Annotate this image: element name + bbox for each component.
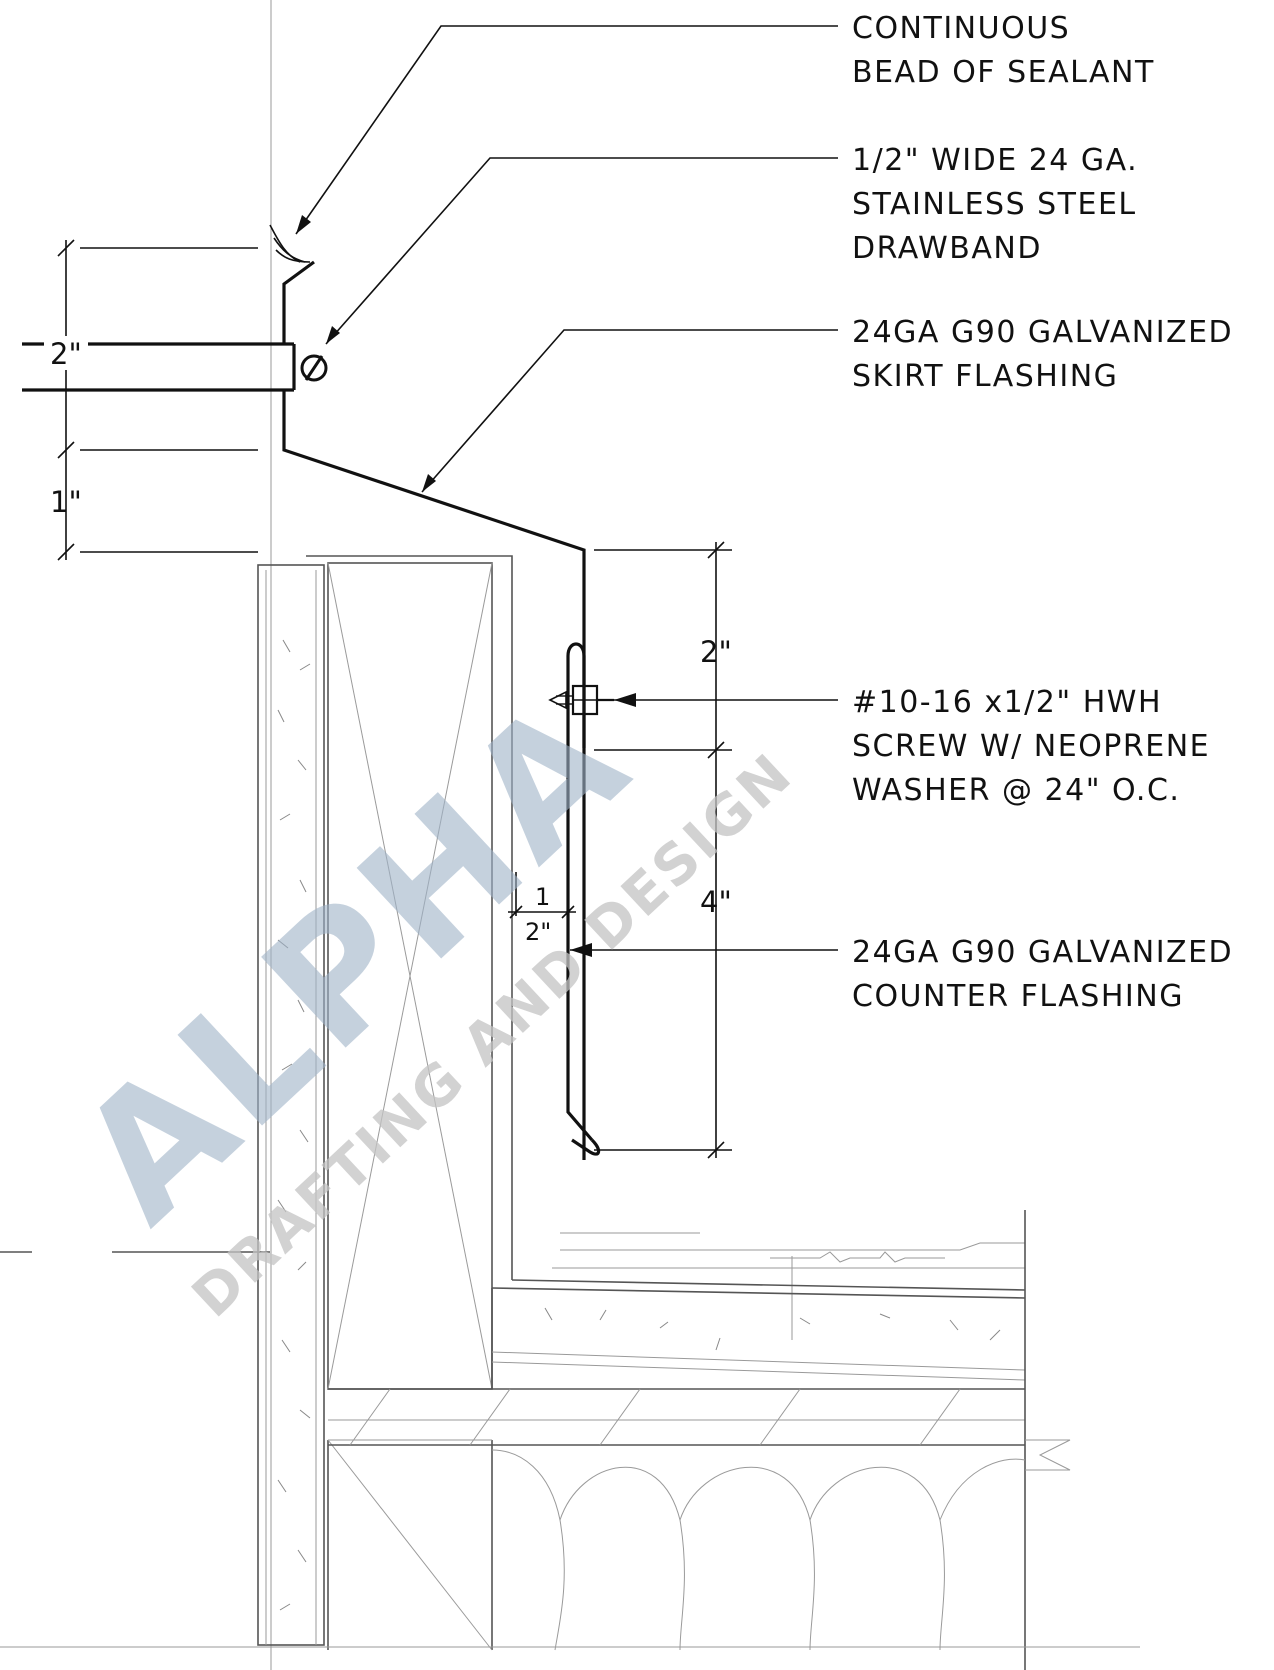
membrane-upturn: [306, 555, 513, 1280]
dim-gap-numerator: 1: [535, 883, 550, 911]
roof-assembly: [0, 1210, 1140, 1670]
callout-sealant-line2: BEAD OF SEALANT: [852, 55, 1155, 90]
callout-counter-line1: 24GA G90 GALVANIZED: [852, 935, 1233, 970]
dimension-lines: [57, 239, 732, 1159]
leader-lines: [295, 25, 838, 957]
watermark: ALPHA DRAFTING AND DESIGN: [43, 659, 806, 1330]
screw-icon: [548, 684, 614, 716]
dim-pipe-height: 2": [50, 337, 82, 371]
dim-counter-upper: 2": [700, 635, 732, 669]
sealant-bead: [269, 224, 311, 263]
sheathing-panel: [257, 564, 325, 1646]
callout-skirt-line2: SKIRT FLASHING: [852, 359, 1118, 394]
batt-insulation: [491, 1449, 1026, 1651]
skirt-flashing: [282, 390, 586, 1160]
callout-skirt-line1: 24GA G90 GALVANIZED: [852, 315, 1233, 350]
drawband-clamp-icon: [300, 354, 328, 382]
callout-drawband-line2: STAINLESS STEEL: [852, 187, 1137, 222]
callouts: CONTINUOUS BEAD OF SEALANT 1/2" WIDE 24 …: [852, 11, 1233, 1014]
pipe-penetration: [0, 0, 296, 1670]
callout-screw-line3: WASHER @ 24" O.C.: [852, 773, 1180, 808]
wall-assembly: [257, 555, 513, 1651]
callout-counter-line2: COUNTER FLASHING: [852, 979, 1184, 1014]
dim-counter-lower: 4": [700, 885, 732, 919]
callout-drawband-line3: DRAWBAND: [852, 231, 1042, 266]
counter-flashing: [566, 642, 601, 1156]
skirt-flashing-top: [282, 260, 315, 344]
callout-screw-line2: SCREW W/ NEOPRENE: [852, 729, 1210, 764]
dim-gap-denominator: 2": [525, 918, 551, 946]
callout-sealant-line1: CONTINUOUS: [852, 11, 1070, 46]
dimension-text: 2" 1" 2" 4" 1 2": [44, 336, 732, 946]
sheathing-hatch: [277, 639, 311, 1611]
dim-skirt-drop: 1": [50, 485, 82, 519]
callout-screw-line1: #10-16 x1/2" HWH: [852, 685, 1162, 720]
callout-drawband-line1: 1/2" WIDE 24 GA.: [852, 143, 1138, 178]
